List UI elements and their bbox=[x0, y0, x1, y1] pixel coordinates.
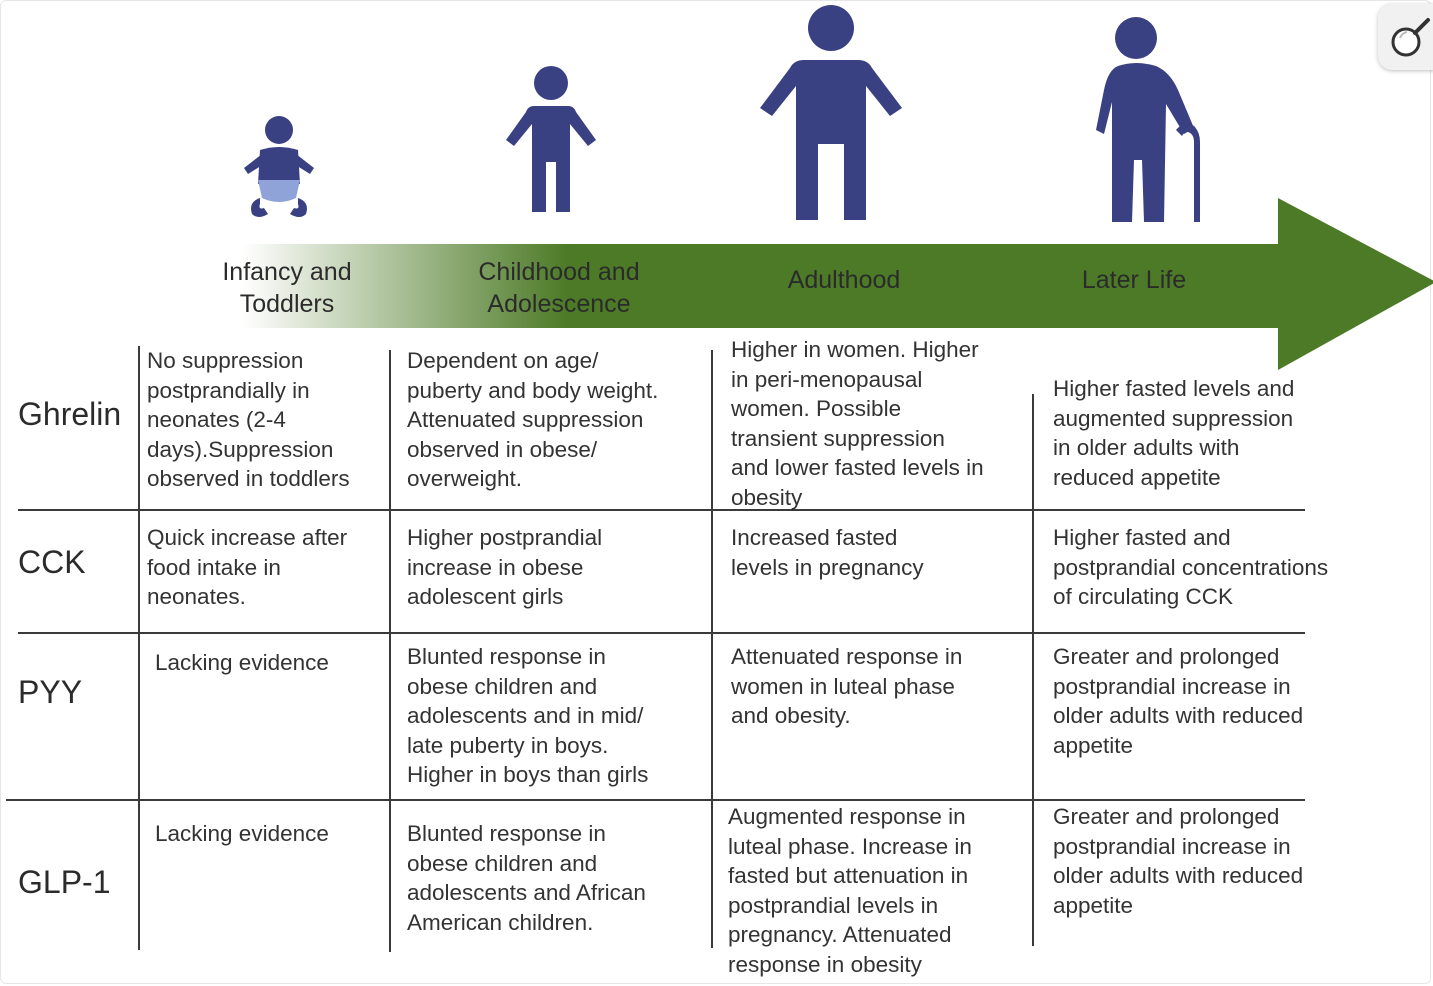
cell-pyy-childhood: Blunted response in obese children and a… bbox=[407, 644, 649, 787]
cell-cck-childhood: Higher postprandial increase in obese ad… bbox=[407, 525, 603, 609]
cell-pyy-later-life: Greater and prolonged postprandial incre… bbox=[1053, 644, 1304, 758]
hormone-label-pyy: PYY bbox=[18, 674, 83, 710]
cell-pyy-adulthood: Attenuated response in women in luteal p… bbox=[731, 644, 963, 728]
child-icon bbox=[504, 66, 598, 216]
stage-label-childhood: Childhood and Adolescence bbox=[478, 258, 640, 318]
column-divider bbox=[138, 346, 140, 950]
cell-cck-infancy: Quick increase after food intake in neon… bbox=[147, 525, 348, 609]
life-stage-timeline-arrow bbox=[80, 198, 1433, 375]
cell-ghrelin-childhood: Dependent on age/ puberty and body weigh… bbox=[407, 348, 659, 491]
cell-cck-later-life: Higher fasted and postprandial concentra… bbox=[1053, 525, 1329, 609]
column-divider bbox=[389, 350, 391, 952]
cell-glp1-adulthood: Augmented response in luteal phase. Incr… bbox=[728, 804, 972, 977]
row-divider bbox=[6, 799, 1305, 801]
cell-glp1-infancy: Lacking evidence bbox=[155, 821, 329, 846]
infant-icon bbox=[238, 114, 320, 222]
column-divider bbox=[1032, 394, 1034, 946]
hormone-label-ghrelin: Ghrelin bbox=[18, 396, 122, 432]
hormone-label-cck: CCK bbox=[18, 544, 86, 580]
cell-pyy-infancy: Lacking evidence bbox=[155, 650, 329, 675]
row-divider bbox=[18, 509, 1305, 511]
column-divider bbox=[711, 350, 713, 948]
row-divider bbox=[18, 632, 1305, 634]
hormone-label-glp1: GLP-1 bbox=[18, 864, 111, 900]
adult-icon bbox=[758, 4, 904, 222]
cell-glp1-later-life: Greater and prolonged postprandial incre… bbox=[1053, 804, 1304, 918]
cell-ghrelin-later-life: Higher fasted levels and augmented suppr… bbox=[1053, 376, 1295, 490]
elderly-with-cane-icon bbox=[1094, 10, 1214, 224]
stage-label-adulthood: Adulthood bbox=[787, 266, 901, 294]
stage-label-later-life: Later Life bbox=[1081, 266, 1187, 294]
zoom-button[interactable] bbox=[1378, 4, 1433, 70]
stage-label-infancy: Infancy and Toddlers bbox=[222, 258, 352, 318]
cell-cck-adulthood: Increased fasted levels in pregnancy bbox=[731, 525, 924, 580]
cell-ghrelin-adulthood: Higher in women. Higher in peri-menopaus… bbox=[731, 337, 984, 510]
cell-ghrelin-infancy: No suppression postprandially in neonate… bbox=[147, 348, 350, 491]
cell-glp1-childhood: Blunted response in obese children and a… bbox=[407, 821, 646, 935]
magnifier-icon bbox=[1391, 18, 1430, 57]
